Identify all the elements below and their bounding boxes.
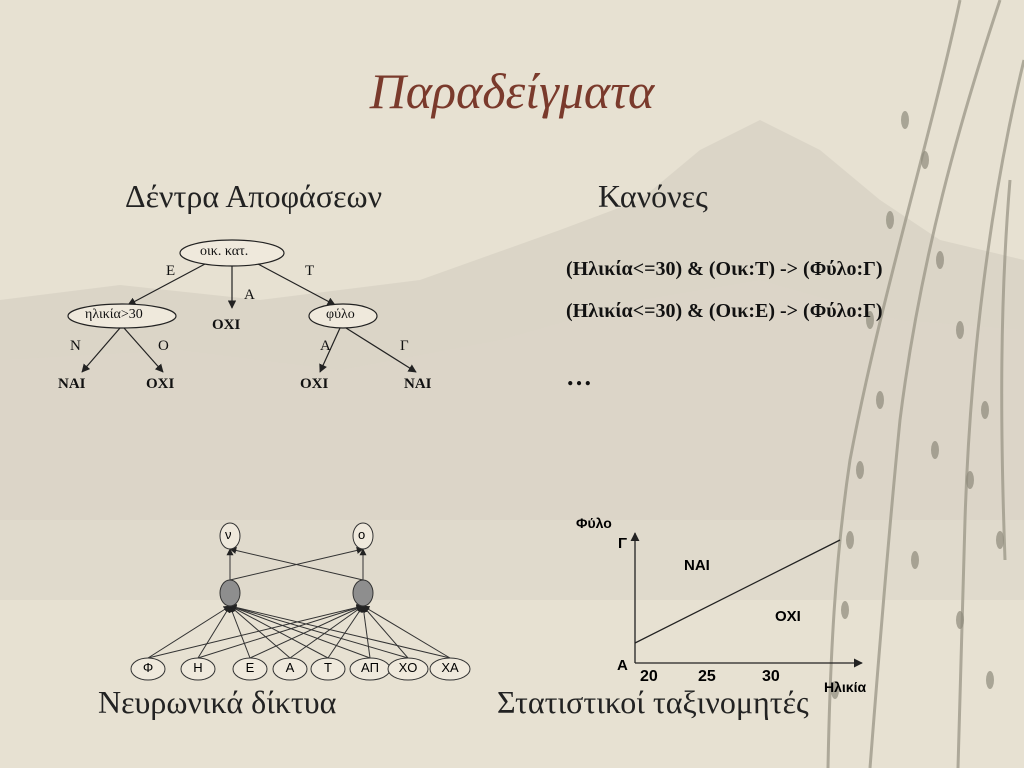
input-node-shape bbox=[130, 657, 166, 681]
nn-edge-input-hidden bbox=[229, 605, 291, 659]
x-axis-label: Ηλικία bbox=[824, 679, 867, 695]
x-tick-20: 20 bbox=[640, 668, 658, 685]
output-node-o bbox=[352, 522, 374, 550]
hidden-node-1 bbox=[219, 579, 241, 607]
tree-root-label: οικ. κατ. bbox=[200, 244, 249, 259]
nn-edge-input-hidden bbox=[229, 605, 329, 659]
y-axis-bottom-label: Α bbox=[617, 657, 628, 674]
section-neural-networks: Νευρωνικά δίκτυα bbox=[98, 684, 337, 720]
tree-edge-t: Τ bbox=[305, 263, 315, 279]
decision-tree-edges bbox=[67, 239, 417, 373]
tree-edge-a: Α bbox=[244, 287, 255, 303]
tree-edge-a2: Α bbox=[320, 338, 331, 354]
classifier-plot bbox=[630, 532, 863, 668]
input-node-label: Η bbox=[193, 660, 203, 675]
input-node-shape bbox=[232, 657, 268, 681]
input-node-shape bbox=[310, 657, 346, 681]
input-node-shape bbox=[180, 657, 216, 681]
rule-2: (Ηλικία<=30) & (Οικ:Ε) -> (Φύλο:Γ) bbox=[566, 300, 883, 322]
rule-ellipsis: … bbox=[566, 362, 592, 391]
section-rules: Κανόνες bbox=[598, 178, 708, 214]
section-statistical-classifiers: Στατιστικοί ταξινομητές bbox=[497, 684, 809, 720]
tree-leaf-1: ΝΑΙ bbox=[58, 376, 86, 392]
tree-leaf-4: ΝΑΙ bbox=[404, 376, 432, 392]
input-node-shape bbox=[272, 657, 308, 681]
input-node-label: ΑΠ bbox=[360, 660, 380, 675]
nn-edge-input-hidden bbox=[147, 604, 364, 659]
hidden-node-2 bbox=[352, 579, 374, 607]
nn-edge-input-hidden bbox=[362, 605, 451, 659]
input-node-label: Ε bbox=[245, 660, 255, 675]
input-node-shape bbox=[387, 657, 429, 681]
nn-edge-input-hidden bbox=[197, 605, 231, 659]
tree-left-node bbox=[67, 303, 177, 329]
willow-leaves bbox=[831, 111, 1004, 699]
input-node-label: Τ bbox=[324, 660, 332, 675]
nn-edge-input-hidden bbox=[229, 604, 371, 659]
tree-leaf-3: ΟΧΙ bbox=[300, 376, 329, 392]
output-label-o: ο bbox=[358, 527, 366, 542]
nn-edge-input-hidden bbox=[228, 605, 251, 659]
y-axis-label: Φύλο bbox=[576, 515, 612, 531]
x-tick-25: 25 bbox=[698, 668, 716, 685]
nn-edge-input-hidden bbox=[229, 604, 409, 659]
region-bottom-label: ΟΧΙ bbox=[775, 608, 801, 625]
input-node-label: ΧΑ bbox=[441, 660, 459, 675]
decision-boundary bbox=[634, 539, 841, 644]
input-node-label: ΧΟ bbox=[398, 660, 418, 675]
nn-edge-input-hidden bbox=[327, 605, 364, 659]
output-node-v bbox=[219, 522, 241, 550]
tree-leaf-2: ΟΧΙ bbox=[146, 376, 175, 392]
nn-edge-input-hidden bbox=[197, 604, 364, 659]
nn-edge-input-hidden bbox=[147, 605, 231, 659]
nn-edge-hidden-output bbox=[229, 547, 364, 581]
page-title: Παραδείγματα bbox=[369, 63, 655, 119]
tree-right-node bbox=[308, 303, 378, 329]
x-tick-30: 30 bbox=[762, 668, 780, 685]
rule-1: (Ηλικία<=30) & (Οικ:Τ) -> (Φύλο:Γ) bbox=[566, 258, 883, 280]
section-decision-trees: Δέντρα Αποφάσεων bbox=[125, 178, 383, 214]
nn-edge-input-hidden bbox=[249, 605, 364, 659]
input-node-label: Α bbox=[285, 660, 295, 675]
nn-edge-input-hidden bbox=[289, 605, 364, 659]
nn-edge-input-hidden bbox=[229, 604, 451, 659]
input-node-shape bbox=[429, 657, 471, 681]
y-axis-top-label: Γ bbox=[618, 535, 628, 552]
nn-edge-input-hidden bbox=[362, 605, 409, 659]
mountain-near bbox=[0, 280, 1024, 600]
tree-mid-leaf: ΟΧΙ bbox=[212, 317, 241, 333]
tree-edge-g: Γ bbox=[400, 338, 409, 354]
nn-edge-input-hidden bbox=[360, 605, 371, 659]
neural-network bbox=[130, 522, 471, 681]
tree-edge-o: Ο bbox=[158, 338, 169, 354]
tree-right-node-label: φύλο bbox=[326, 307, 355, 322]
tree-left-node-label: ηλικία>30 bbox=[85, 307, 143, 322]
tree-edge-n: Ν bbox=[70, 338, 81, 354]
tree-edge-e: Ε bbox=[166, 263, 176, 279]
input-node-label: Φ bbox=[142, 660, 154, 675]
region-top-label: ΝΑΙ bbox=[684, 557, 710, 574]
output-label-v: ν bbox=[225, 527, 232, 542]
